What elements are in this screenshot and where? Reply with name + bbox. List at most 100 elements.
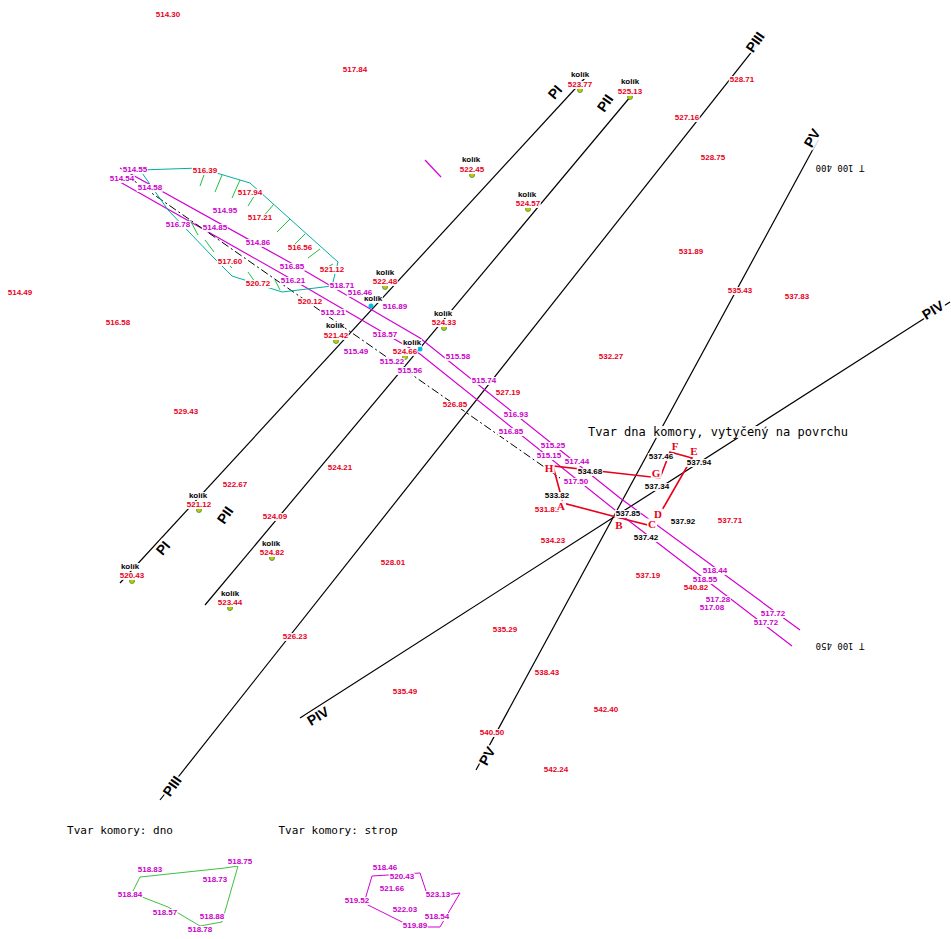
elevation-label: 528.75 [700, 154, 726, 162]
elevation-label: 517.44 [564, 458, 590, 466]
point-letter: B [614, 520, 623, 531]
stake-label: kolík [188, 492, 208, 500]
elevation-label: 522.45 [459, 166, 485, 174]
hatch [190, 172, 333, 290]
elevation-label: 515.21 [320, 309, 346, 317]
elevation-label: 537.92 [670, 518, 696, 526]
stake-label: kolík [120, 563, 140, 571]
elevation-label: 515.58 [445, 353, 471, 361]
elevation-label: 524.09 [262, 513, 288, 521]
profile-label: PIV [919, 298, 947, 323]
station-label: T 100 400 [815, 163, 866, 172]
elevation-label: 529.43 [173, 408, 199, 416]
elevation-label: 533.82 [544, 492, 570, 500]
elevation-label: 524.21 [327, 464, 353, 472]
elevation-label: 519.89 [402, 922, 428, 930]
drift-axis [130, 178, 560, 478]
profile-line [160, 35, 765, 800]
elevation-label: 522.48 [372, 278, 398, 286]
elevation-label: 524.82 [259, 549, 285, 557]
elevation-label: 537.19 [635, 572, 661, 580]
elevation-label: 538.43 [534, 669, 560, 677]
elevation-label: 518.54 [424, 913, 450, 921]
stake-label: kolík [461, 156, 481, 164]
stake-label: kolík [620, 78, 640, 86]
profile-label: PV [476, 744, 498, 769]
area-outline [140, 168, 338, 292]
stake-dots [130, 88, 633, 611]
elevation-label: 515.74 [471, 377, 497, 385]
elevation-label: 534.68 [577, 468, 603, 476]
elevation-label: 517.72 [760, 610, 786, 618]
point-letter: A [556, 501, 566, 512]
elevation-label: 523.13 [425, 891, 451, 899]
stake-label: kolík [402, 339, 422, 347]
elevation-label: 521.12 [186, 501, 212, 509]
stake-label: kolík [220, 590, 240, 598]
elevation-label: 542.40 [593, 706, 619, 714]
elevation-label: 535.29 [492, 626, 518, 634]
elevation-label: 524.57 [515, 200, 541, 208]
drift-edge [120, 182, 792, 646]
elevation-label: 517.60 [217, 258, 243, 266]
elevation-label: 534.23 [540, 537, 566, 545]
elevation-label: 520.43 [119, 572, 145, 580]
profile-label: PV [801, 126, 823, 151]
elevation-label: 537.34 [644, 483, 670, 491]
profile-line [120, 78, 585, 583]
stake-label: kolík [570, 71, 590, 79]
elevation-label: 526.85 [442, 401, 468, 409]
stake-label: kolík [375, 269, 395, 277]
stake-label: kolík [325, 322, 345, 330]
profile-label: PII [594, 91, 616, 115]
elevation-label: 522.67 [222, 481, 248, 489]
note-text: Tvar komory: strop [277, 825, 398, 836]
elevation-label: 535.43 [727, 287, 753, 295]
note-text: Tvar komory: dno [66, 825, 174, 836]
elevation-label: 516.93 [503, 411, 529, 419]
elevation-label: 523.44 [217, 599, 243, 607]
drift-outline [120, 160, 800, 646]
profile-label: PIII [160, 773, 185, 800]
stake-label: kolík [433, 310, 453, 318]
elevation-label: 517.94 [237, 189, 263, 197]
elevation-label: 516.21 [280, 277, 306, 285]
elevation-label: 518.78 [187, 926, 213, 934]
elevation-label: 514.49 [7, 289, 33, 297]
elevation-label: 515.25 [540, 442, 566, 450]
hatched-area [140, 168, 338, 292]
profile-line [300, 302, 950, 718]
profile-label: PIV [304, 704, 332, 729]
elevation-label: 528.01 [380, 559, 406, 567]
profile-lines [120, 35, 950, 800]
elevation-label: 537.46 [648, 453, 674, 461]
elevation-label: 537.71 [717, 517, 743, 525]
elevation-label: 518.57 [152, 909, 178, 917]
elevation-label: 517.84 [342, 66, 368, 74]
elevation-label: 514.95 [212, 207, 238, 215]
elevation-label: 518.73 [202, 876, 228, 884]
stake-label: kolík [517, 191, 537, 199]
elevation-label: 518.88 [199, 913, 225, 921]
elevation-label: 518.83 [137, 866, 163, 874]
point-letter: E [689, 446, 698, 457]
elevation-label: 516.46 [347, 289, 373, 297]
elevation-label: 520.43 [389, 873, 415, 881]
chamber-floor-shape [132, 866, 238, 926]
elevation-label: 542.24 [543, 766, 569, 774]
elevation-label: 515.49 [343, 348, 369, 356]
elevation-label: 522.03 [392, 906, 418, 914]
elevation-label: 537.94 [686, 459, 712, 467]
elevation-label: 514.58 [137, 184, 163, 192]
elevation-label: 517.08 [699, 604, 725, 612]
elevation-label: 521.42 [323, 332, 349, 340]
elevation-label: 537.83 [784, 293, 810, 301]
drift-mark [425, 160, 441, 177]
elevation-label: 516.89 [382, 303, 408, 311]
elevation-label: 517.28 [705, 596, 731, 604]
elevation-label: 516.58 [105, 319, 131, 327]
elevation-label: 514.85 [202, 224, 228, 232]
elevation-label: 516.39 [192, 167, 218, 175]
elevation-label: 537.85 [615, 510, 641, 518]
